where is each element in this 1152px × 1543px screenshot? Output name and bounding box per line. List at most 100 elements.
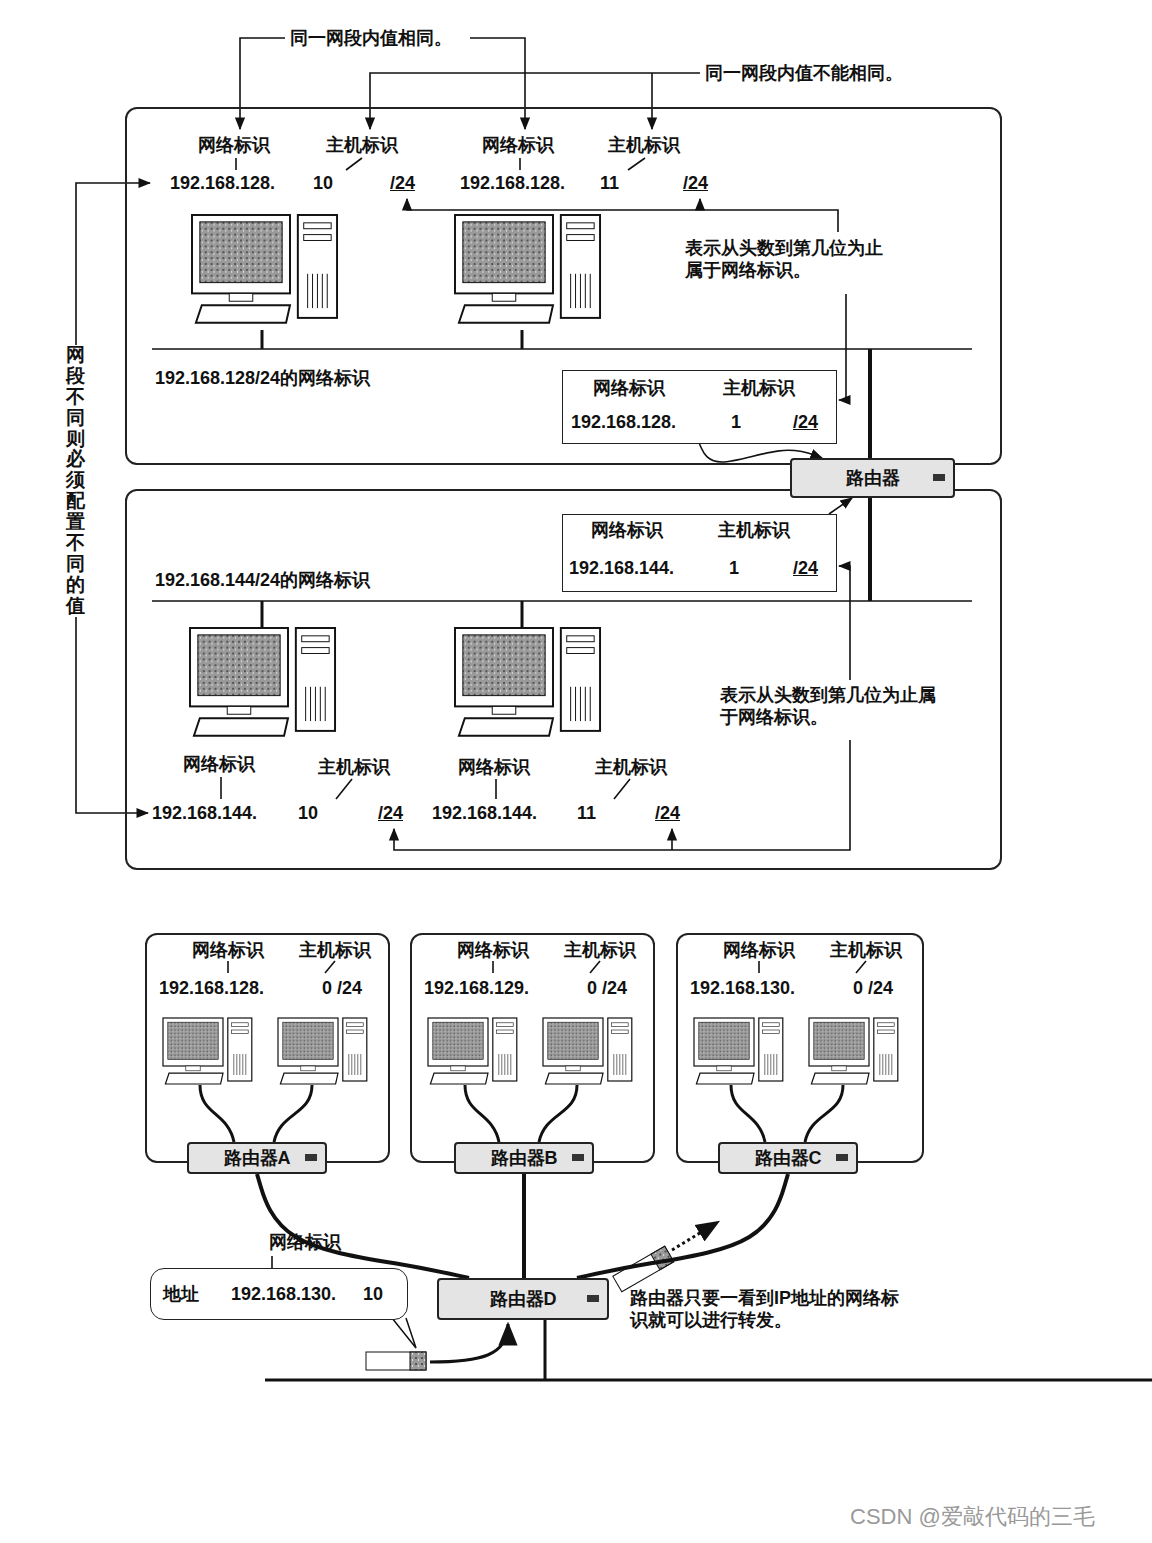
field-name: 网络标识 <box>458 756 530 778</box>
callout-note: 路由器只要一看到IP地址的网络标识就可以进行转发。 <box>630 1287 905 1331</box>
leader-arrow <box>240 38 285 129</box>
computer-icon <box>543 1018 632 1084</box>
leader-tick <box>346 158 362 170</box>
watermark: CSDN @爱敲代码的三毛 <box>850 1506 1095 1528</box>
lan-cable <box>261 330 264 349</box>
callout-note: 网段不同则必须配置不同的值 <box>66 345 85 617</box>
address-text: 192.168.144. <box>432 802 537 824</box>
callout-note: 表示从头数到第几位为止属于网络标识。 <box>685 237 897 281</box>
pointer-arrow <box>829 498 852 514</box>
computer-icon <box>694 1018 783 1084</box>
address-text: 0 /24 <box>587 977 627 999</box>
address-text: 主机标识 <box>718 519 790 541</box>
leader-tick <box>227 961 229 973</box>
address-text: 11 <box>577 802 596 824</box>
packet-icon <box>366 1352 426 1370</box>
lan-cable <box>539 1085 577 1142</box>
leader-arrow <box>651 73 653 129</box>
address-text: 192.168.130. <box>231 1283 336 1305</box>
bus-line <box>265 1379 1152 1382</box>
field-name: 主机标识 <box>326 134 398 156</box>
router-label: 路由器D <box>490 1288 557 1310</box>
address-text: 网络标识 <box>457 939 529 961</box>
router-label: 路由器C <box>755 1147 822 1169</box>
callout-note: 同一网段内值不能相同。 <box>705 62 903 84</box>
leader-arrow <box>839 294 846 400</box>
field-name: 网络标识 <box>183 753 255 775</box>
address-text: 192.168.128. <box>170 172 275 194</box>
computer-icon <box>190 628 335 736</box>
field-name: 主机标识 <box>318 756 390 778</box>
address-text: 192.168.144. <box>152 802 257 824</box>
leader-arrow <box>76 183 150 813</box>
router-box: 路由器A <box>187 1142 327 1174</box>
link-cable <box>577 1174 788 1278</box>
leader-tick <box>492 961 494 973</box>
callout-note: 表示从头数到第几位为止属于网络标识。 <box>720 684 945 728</box>
address-text: 1 <box>731 411 741 433</box>
address-text: 地址 <box>163 1283 199 1305</box>
address-text: 网络标识 <box>269 1231 341 1253</box>
leader-tick <box>220 777 222 799</box>
field-name: 主机标识 <box>595 756 667 778</box>
router-label: 路由器A <box>224 1147 291 1169</box>
leader-tick <box>628 158 645 170</box>
leader-tick <box>495 779 497 799</box>
router-wire <box>544 1320 547 1380</box>
address-text: /24 <box>793 411 818 433</box>
leader-tick <box>336 779 352 799</box>
lan-cable <box>274 1085 312 1142</box>
interface-address: 网络标识主机标识192.168.128.1/24 <box>562 370 837 444</box>
leader-arrow <box>407 199 838 232</box>
lan-cable <box>521 601 524 628</box>
lan-cable <box>731 1085 765 1142</box>
address-bubble: 网络标识地址192.168.130.10 <box>150 1268 408 1320</box>
router-box: 路由器 <box>790 458 955 498</box>
computer-icon <box>455 215 600 323</box>
address-text: 网络标识 <box>192 939 264 961</box>
address-text: 主机标识 <box>723 377 795 399</box>
address-text: 1 <box>729 557 739 579</box>
lan-cable <box>200 1085 234 1142</box>
link-cable <box>257 1174 469 1278</box>
network-segment: 192.168.128/24的网络标识网络标识主机标识192.168.128.1… <box>125 107 1002 465</box>
leader-tick <box>325 961 335 973</box>
router-box: 路由器C <box>718 1142 858 1174</box>
address-text: 主机标识 <box>299 939 371 961</box>
leader-tick <box>590 961 600 973</box>
address-text: 0 /24 <box>853 977 893 999</box>
leader-tick <box>856 961 866 973</box>
address-text: 网络标识 <box>591 519 663 541</box>
packet-arrow <box>672 1222 718 1250</box>
computer-icon <box>163 1018 252 1084</box>
leader-arrow <box>699 199 701 210</box>
field-name: 网络标识 <box>482 134 554 156</box>
leader-arrow <box>470 38 525 129</box>
address-text: 网络标识 <box>723 939 795 961</box>
link-cable <box>522 1174 526 1278</box>
address-text: 192.168.129. <box>424 977 529 999</box>
bus-line <box>152 348 972 350</box>
prefix-length: /24 <box>378 802 403 824</box>
lan-cable <box>521 330 524 349</box>
address-text: 0 /24 <box>322 977 362 999</box>
leader-arrow <box>839 566 850 680</box>
router-box: 路由器D <box>437 1278 609 1320</box>
address-text: 192.168.128. <box>159 977 264 999</box>
address-text: 11 <box>600 172 619 194</box>
leader-tick <box>758 961 760 973</box>
router-label: 路由器 <box>846 467 900 489</box>
callout-note: 同一网段内值相同。 <box>290 27 452 49</box>
interface-address: 网络标识 主机标识 192.168.144. 1/24 <box>562 514 837 592</box>
address-text: 192.168.144. <box>569 557 674 579</box>
address-text: /24 <box>793 557 818 579</box>
computer-icon <box>192 215 337 323</box>
address-text: 192.168.128. <box>460 172 565 194</box>
router-label: 路由器B <box>491 1147 558 1169</box>
prefix-length: /24 <box>390 172 415 194</box>
computer-icon <box>455 628 600 736</box>
address-text: 192.168.128/24的网络标识 <box>155 367 370 389</box>
subnet-box: 网络标识主机标识192.168.130.0 /24路由器C <box>676 933 924 1163</box>
leader-tick <box>235 158 237 170</box>
